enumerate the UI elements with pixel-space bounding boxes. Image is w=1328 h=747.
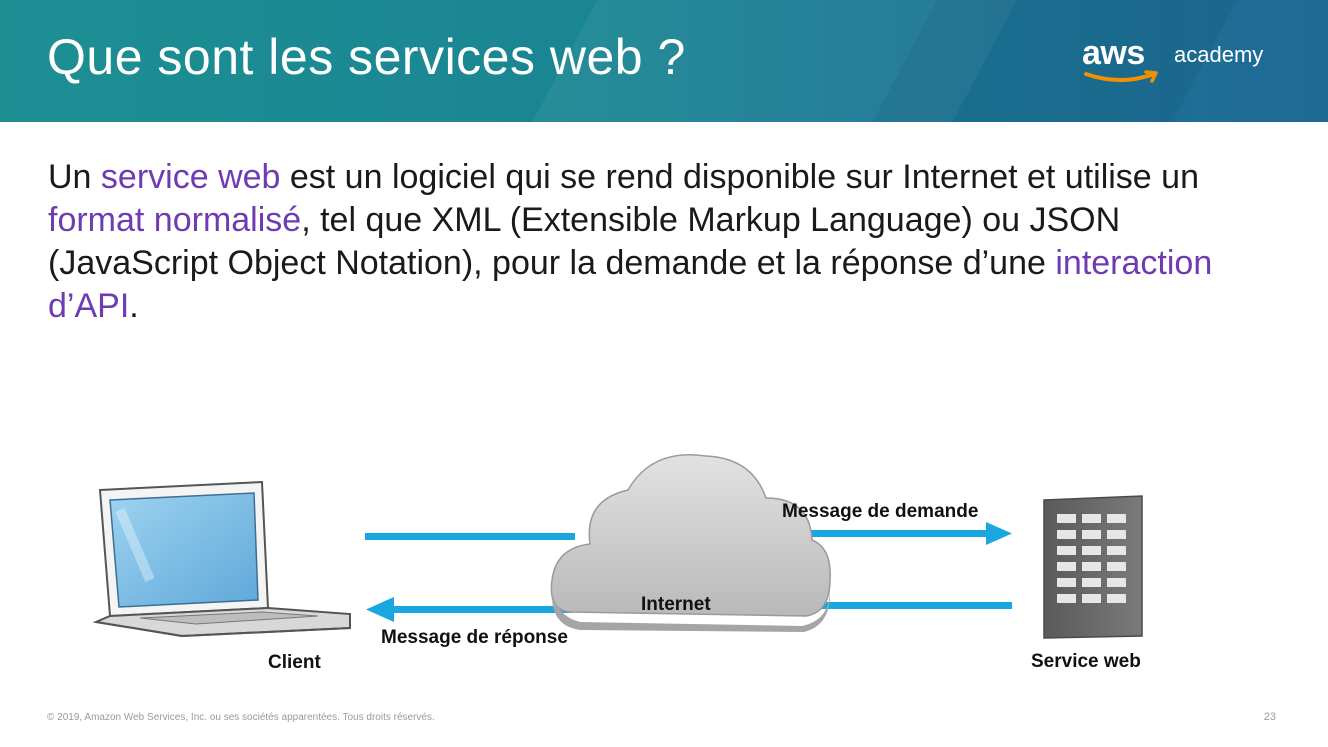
request-message-label: Message de demande	[782, 501, 979, 522]
building-window	[1107, 594, 1126, 603]
internet-cloud-icon	[550, 454, 831, 632]
highlighted-term: service web	[100, 158, 281, 196]
response-arrow	[366, 597, 1012, 622]
web-service-building-icon	[1043, 495, 1143, 639]
definition-paragraph: Un service web est un logiciel qui se re…	[48, 156, 1288, 328]
slide-title: Que sont les services web ?	[47, 29, 686, 85]
building-window	[1107, 514, 1126, 523]
client-label: Client	[268, 652, 321, 673]
service-web-label: Service web	[1031, 651, 1141, 672]
building-window	[1082, 530, 1101, 539]
building-window	[1107, 530, 1126, 539]
paragraph-text: .	[129, 287, 139, 325]
building-window	[1082, 594, 1101, 603]
internet-label: Internet	[641, 594, 711, 615]
laptop-icon	[92, 480, 351, 638]
copyright-footer: © 2019, Amazon Web Services, Inc. ou ses…	[47, 712, 435, 723]
building-window	[1082, 546, 1101, 555]
building-window	[1057, 546, 1076, 555]
building-window	[1057, 562, 1076, 571]
aws-smile-icon	[1084, 70, 1158, 83]
slide-header: Que sont les services web ? aws academy	[0, 0, 1328, 122]
building-window	[1107, 562, 1126, 571]
highlighted-term: format normalisé	[48, 201, 302, 239]
academy-logo-text: academy	[1174, 42, 1264, 67]
request-arrow	[365, 522, 1012, 545]
aws-logo-text: aws	[1082, 34, 1145, 72]
response-message-label: Message de réponse	[381, 627, 568, 648]
building-window	[1057, 594, 1076, 603]
diagram-graphics	[92, 454, 1143, 639]
building-window	[1082, 514, 1101, 523]
building-window	[1057, 514, 1076, 523]
page-number: 23	[1263, 711, 1276, 723]
highlighted-term: interaction d’API	[48, 244, 1213, 325]
aws-academy-logo: aws academy	[1082, 34, 1282, 94]
paragraph-text: est un logiciel qui se rend disponible s…	[280, 158, 1199, 196]
paragraph-text: , tel que XML (Extensible Markup Languag…	[48, 201, 1121, 282]
building-window	[1107, 578, 1126, 587]
building-window	[1082, 562, 1101, 571]
building-window	[1057, 530, 1076, 539]
paragraph-text: Un	[48, 158, 101, 196]
building-window	[1107, 546, 1126, 555]
web-service-diagram: Client Internet Service web Message de d…	[0, 440, 1328, 690]
building-window	[1082, 578, 1101, 587]
building-window	[1057, 578, 1076, 587]
